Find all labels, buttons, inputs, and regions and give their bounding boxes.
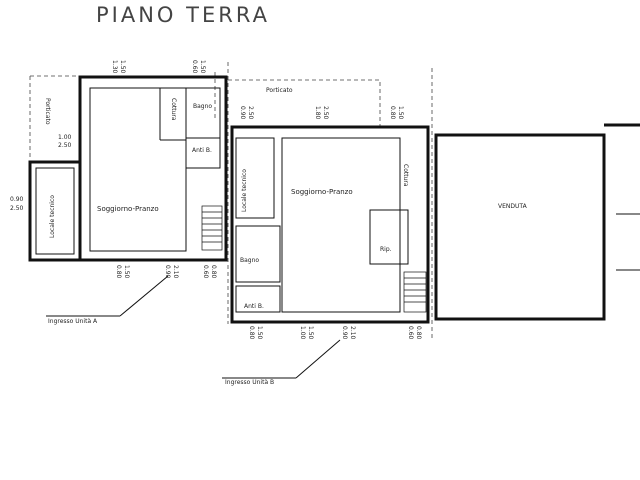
- unit-b-dim-bot1b: 1.50: [256, 326, 263, 340]
- unit-b-porticato-outline: [227, 62, 433, 340]
- unit-a-dim-bot3b: 0.80: [210, 265, 217, 279]
- unit-b-anti-room: [235, 285, 281, 313]
- unit-a-dim-side1a: 1.00: [58, 134, 72, 141]
- unit-a-dim-top1b: 1.50: [119, 60, 126, 74]
- unit-b-dim-bot2a: 1.00: [299, 326, 306, 340]
- unit-b-dim-bot4b: 0.80: [415, 326, 422, 340]
- unit-a-stairs: [201, 205, 223, 251]
- unit-b-outer-wall: [230, 125, 430, 324]
- unit-a-ingresso-label: Ingresso Unità A: [48, 318, 98, 325]
- unit-a-anti-label: Anti B.: [192, 147, 212, 154]
- venduta-label: VENDUTA: [498, 203, 528, 210]
- unit-b-soggiorno-label: Soggiorno-Pranzo: [291, 188, 353, 196]
- unit-b: Porticato Soggiorno-Pranzo Cottura Bagno…: [222, 62, 433, 386]
- unit-b-cottura-label: Cottura: [402, 164, 409, 187]
- unit-b-bagno-label: Bagno: [240, 257, 259, 264]
- unit-b-rip-label: Rip.: [380, 246, 392, 253]
- unit-a-cottura-label: Cottura: [170, 98, 177, 121]
- unit-b-dim-top3b: 1.50: [397, 106, 404, 120]
- unit-a-dim-side1b: 2.50: [58, 142, 72, 149]
- unit-a-dim-bot2a: 0.90: [164, 265, 171, 279]
- unit-a-dim-top2b: 1.50: [199, 60, 206, 74]
- unit-b-dim-bot4a: 0.60: [407, 326, 414, 340]
- unit-b-dim-bot2b: 1.50: [307, 326, 314, 340]
- unit-a-locale-tecnico-wall: [28, 160, 82, 262]
- unit-a-bagno-label: Bagno: [193, 103, 212, 110]
- unit-b-bagno-room: [235, 225, 281, 283]
- unit-b-dim-bot3a: 0.90: [341, 326, 348, 340]
- unit-b-dim-top2b: 2.50: [322, 106, 329, 120]
- unit-a-dim-top2a: 0.60: [191, 60, 198, 74]
- unit-a-dim-side2a: 0.90: [10, 196, 24, 203]
- unit-b-stairs: [403, 271, 427, 313]
- unit-a-dim-side2b: 2.50: [10, 205, 24, 212]
- unit-b-dim-top1b: 2.50: [247, 106, 254, 120]
- unit-b-rip-room: [369, 209, 409, 265]
- plan-title: PIANO TERRA: [96, 3, 270, 27]
- unit-b-locale-room: [235, 137, 275, 219]
- unit-a-ingresso-leader: [119, 275, 169, 317]
- venduta-outer-wall: [434, 133, 606, 321]
- unit-b-anti-label: Anti B.: [244, 303, 264, 310]
- unit-b-living-room: [281, 137, 401, 313]
- unit-b-dim-top2a: 1.80: [314, 106, 321, 120]
- unit-b-ingresso-label: Ingresso Unità B: [225, 379, 274, 386]
- unit-a-porticato-outline: [29, 72, 216, 160]
- unit-b-porticato-label: Porticato: [266, 87, 293, 94]
- unit-a-dim-bot3a: 0.60: [202, 265, 209, 279]
- unit-a-porticato-label: Porticato: [44, 98, 51, 125]
- unit-a: Porticato Soggiorno-Pranzo Cottura Bagno…: [10, 60, 228, 325]
- unit-a-dim-bot2b: 2.10: [172, 265, 179, 279]
- unit-a-dim-top1a: 1.30: [111, 60, 118, 74]
- unit-a-locale-room: [35, 167, 75, 255]
- unit-b-locale-label: Locale tecnico: [241, 169, 248, 212]
- unit-a-dim-bot1b: 1.50: [123, 265, 130, 279]
- unit-a-soggiorno-label: Soggiorno-Pranzo: [97, 205, 159, 213]
- unit-a-locale-label: Locale tecnico: [49, 195, 56, 238]
- unit-b-dim-bot1a: 0.80: [248, 326, 255, 340]
- unit-b-ingresso-leader: [295, 339, 341, 379]
- unit-a-anti-room: [185, 137, 221, 169]
- unit-b-dim-bot3b: 2.10: [349, 326, 356, 340]
- unit-a-dim-bot1a: 0.80: [115, 265, 122, 279]
- unit-venduta: VENDUTA: [434, 123, 640, 321]
- unit-b-dim-top3a: 0.80: [389, 106, 396, 120]
- unit-b-dim-top1a: 0.90: [239, 106, 246, 120]
